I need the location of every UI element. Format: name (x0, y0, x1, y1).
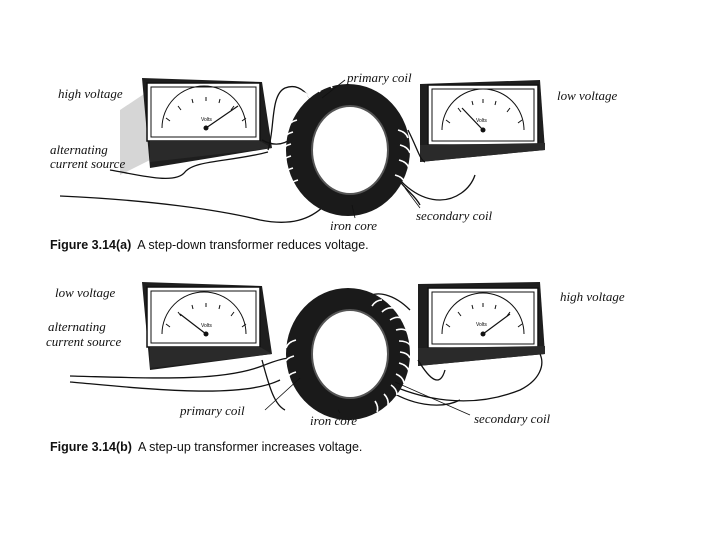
left-meter-needle (205, 105, 239, 129)
right-meter-label: Volts (476, 118, 487, 124)
left-voltmeter: Volts (142, 78, 272, 168)
right-meter-needle (482, 313, 511, 335)
source-label-line2: current source (50, 156, 126, 171)
secondary-coil-windings (371, 299, 411, 413)
source-label-line2: current source (46, 334, 122, 349)
left-meter-needle (179, 313, 207, 335)
primary-coil-label: primary coil (347, 70, 412, 85)
label-leaders (321, 79, 421, 219)
step-down-transformer-illustration: Volts Volts (59, 78, 545, 223)
left-voltage-label: high voltage (58, 86, 123, 101)
step-up-transformer-illustration: Volts Volts (69, 282, 545, 420)
label-leaders (264, 377, 471, 416)
right-voltmeter: Volts (418, 282, 545, 366)
primary-coil-label: primary coil (180, 403, 245, 418)
figure-caption: Figure 3.14(b) A step-up transformer incr… (50, 440, 362, 454)
secondary-coil-windings (394, 129, 411, 184)
caption-text: A step-up transformer increases voltage. (137, 440, 363, 454)
caption-text: A step-down transformer reduces voltage. (137, 238, 369, 252)
iron-core-label: iron core (310, 413, 358, 428)
figure-step-up: Volts Volts (0, 270, 720, 540)
left-meter-label: Volts (201, 117, 212, 123)
figure-number: Figure 3.14(b) (50, 440, 132, 454)
left-meter-label: Volts (201, 323, 212, 329)
right-voltmeter: Volts (420, 80, 545, 162)
right-voltage-label: low voltage (557, 88, 618, 103)
primary-coil-windings (280, 79, 333, 189)
iron-core-label: iron core (330, 218, 378, 233)
secondary-coil-label: secondary coil (474, 411, 551, 426)
figure-step-down: Volts Volts (50, 70, 618, 252)
right-meter-needle (461, 107, 484, 131)
right-meter-label: Volts (476, 322, 487, 328)
iron-core-toroid (283, 288, 411, 420)
figure-caption: Figure 3.14(a) A step-down transformer re… (50, 238, 369, 252)
left-voltmeter: Volts (142, 282, 272, 370)
source-label-line1: alternating (48, 319, 106, 334)
secondary-coil-label: secondary coil (416, 208, 493, 223)
left-meter-shadow (120, 90, 150, 175)
primary-coil-windings (283, 339, 297, 381)
iron-core-toroid (280, 79, 411, 216)
source-label-line1: alternating (50, 142, 108, 157)
figure-number: Figure 3.14(a) (50, 238, 132, 252)
right-voltage-label: high voltage (560, 289, 625, 304)
left-voltage-label: low voltage (55, 285, 116, 300)
